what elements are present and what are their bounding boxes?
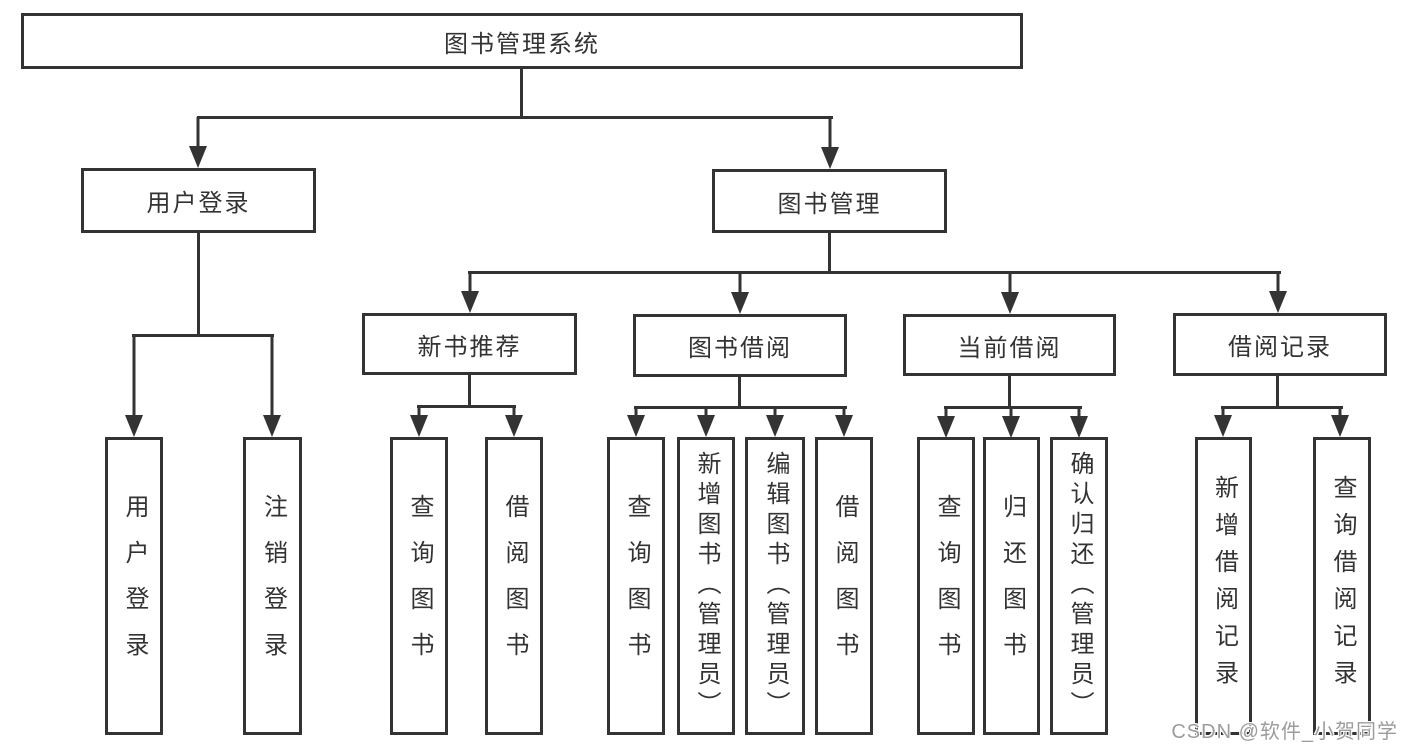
edge-arrow [505,406,523,437]
node-label: 图书管理系统 [444,30,600,58]
node-label: 查询借阅记录 [1329,475,1356,697]
edge-line [944,406,1082,409]
edge-arrow [125,335,143,437]
edge-arrow [766,407,784,437]
edge-line [828,233,831,272]
leaf-edit-books-admin: 编辑图书（管理员） [745,437,805,735]
edge-line [738,377,741,409]
leaf-confirm-return-admin: 确认归还（管理员） [1050,437,1108,735]
edge-line [197,232,200,335]
leaf-rec-borrow-books: 借阅图书 [485,437,543,735]
edge-arrow [835,407,853,437]
edge-line [634,406,847,409]
edge-line [197,116,833,119]
node-user-login: 用户登录 [81,168,316,233]
node-book-borrowing: 图书借阅 [633,314,847,377]
edge-arrow [821,117,839,169]
edge-arrow [189,117,207,168]
leaf-add-borrow-record: 新增借阅记录 [1195,437,1252,735]
edge-line [468,271,1281,274]
node-borrowing-records: 借阅记录 [1173,313,1387,376]
edge-line [468,375,471,408]
node-label: 编辑图书（管理员） [762,451,789,721]
node-label: 当前借阅 [957,334,1062,362]
node-label: 确认归还（管理员） [1066,451,1093,721]
edge-arrow [697,407,715,437]
node-label: 新书推荐 [417,333,522,361]
node-label: 新增图书（管理员） [693,451,720,721]
node-label: 图书借阅 [688,335,792,362]
node-label: 查询图书 [406,494,433,678]
edge-line [417,405,516,408]
edge-arrow [1214,407,1232,437]
csdn-watermark: CSDN @软件_小贺同学 [1171,721,1398,743]
leaf-borrow-query-books: 查询图书 [607,437,665,735]
edge-line [1221,406,1343,409]
node-label: 归还图书 [998,494,1026,678]
node-label: 图书管理 [777,190,882,218]
leaf-add-books-admin: 新增图书（管理员） [677,437,735,735]
node-label: 借阅图书 [831,494,858,678]
edge-arrow [263,335,281,437]
edge-arrow [627,407,645,437]
edge-line [520,69,523,117]
leaf-query-borrow-record: 查询借阅记录 [1313,437,1371,735]
edge-arrow [410,406,428,437]
node-label: 借阅图书 [501,494,528,678]
node-label: 借阅记录 [1228,334,1332,361]
node-new-book-recommendation: 新书推荐 [362,313,577,375]
leaf-borrow-books: 借阅图书 [815,437,873,735]
node-label: 注销登录 [259,494,287,678]
leaf-current-query-books: 查询图书 [917,437,975,735]
edge-arrow [1002,407,1020,438]
node-current-borrowing: 当前借阅 [903,314,1116,376]
leaf-rec-query-books: 查询图书 [390,437,448,735]
edge-arrow [461,272,479,313]
edge-arrow [1070,407,1088,438]
edge-arrow [1269,272,1287,313]
edge-line [1276,376,1279,409]
node-label: 新增借阅记录 [1210,475,1238,697]
edge-arrow [1331,407,1349,437]
edge-arrow [937,407,955,438]
edge-line [1008,376,1011,409]
node-book-management: 图书管理 [712,169,947,233]
leaf-return-books: 归还图书 [983,437,1040,735]
node-label: 用户登录 [146,190,251,217]
node-label: 用户登录 [121,494,148,678]
leaf-logout: 注销登录 [243,437,302,735]
node-label: 查询图书 [623,494,650,678]
edge-arrow [731,272,749,314]
node-label: 查询图书 [933,494,960,678]
node-library-management-system: 图书管理系统 [21,13,1023,69]
leaf-user-login: 用户登录 [105,437,163,735]
edge-line [132,334,274,337]
edge-arrow [1001,272,1019,314]
